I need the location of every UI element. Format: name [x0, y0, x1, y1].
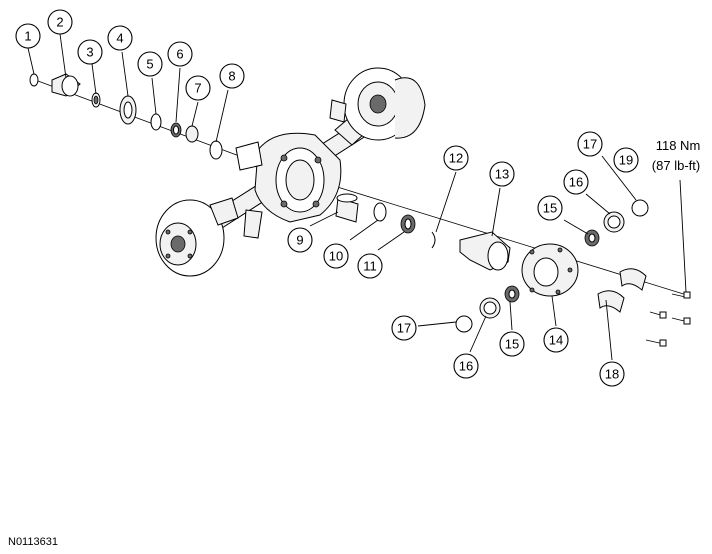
- svg-text:7: 7: [194, 81, 201, 96]
- svg-text:19: 19: [619, 153, 633, 168]
- spring-bracket-rear: [329, 99, 347, 123]
- callout-13: 13: [489, 161, 515, 187]
- callout-10: 10: [323, 243, 349, 269]
- svg-text:15: 15: [543, 201, 557, 216]
- svg-text:2: 2: [56, 15, 63, 30]
- differential-bearing-left: [504, 285, 520, 303]
- callout-8: 8: [219, 63, 245, 89]
- spring-bracket: [243, 209, 263, 239]
- svg-text:10: 10: [329, 249, 343, 264]
- callout-18: 18: [599, 361, 625, 387]
- callout-15-right: 15: [537, 195, 563, 221]
- svg-text:3: 3: [86, 45, 93, 60]
- callout-9: 9: [287, 227, 313, 253]
- callout-6: 6: [167, 41, 193, 67]
- differential-housing: [235, 132, 342, 223]
- svg-text:11: 11: [363, 259, 377, 274]
- differential-bearing-cup-right: [603, 211, 625, 233]
- callout-4: 4: [107, 25, 133, 51]
- callout-5: 5: [137, 51, 163, 77]
- retaining-ring: [431, 231, 436, 249]
- callout-16-left: 16: [453, 353, 479, 379]
- leader-lines: [27, 33, 687, 361]
- pinion-flange-nut: [29, 73, 39, 87]
- callout-12: 12: [443, 145, 469, 171]
- svg-text:8: 8: [228, 69, 235, 84]
- differential-bearing-right: [584, 229, 600, 247]
- differential-bearing-cup-left: [479, 297, 501, 319]
- differential-shim-left: [455, 315, 473, 333]
- torque-spec-nm: 118 Nm: [656, 138, 701, 153]
- pinion-seal: [91, 92, 101, 108]
- right-brake-rotor: [343, 67, 426, 141]
- torque-spec-lbft: (87 lb-ft): [652, 158, 700, 173]
- callout-15-left: 15: [499, 331, 525, 357]
- left-brake-rotor: [155, 197, 239, 277]
- svg-text:6: 6: [176, 47, 183, 62]
- svg-text:16: 16: [569, 175, 583, 190]
- callout-19: 19: [613, 147, 639, 173]
- callout-16-right: 16: [563, 169, 589, 195]
- callout-7: 7: [185, 75, 211, 101]
- callout-11: 11: [357, 253, 383, 279]
- pinion-bearing-cup-inner: [209, 140, 223, 160]
- pinion-flange: [51, 73, 81, 97]
- oil-slinger: [150, 113, 162, 131]
- svg-text:16: 16: [459, 359, 473, 374]
- callout-3: 3: [77, 39, 103, 65]
- pinion-bearing-outer: [170, 122, 182, 138]
- cap-bolts: [645, 291, 691, 347]
- svg-text:5: 5: [146, 57, 153, 72]
- svg-text:17: 17: [583, 137, 597, 152]
- differential-shim-right: [631, 199, 649, 217]
- pinion-bearing-inner: [400, 214, 416, 234]
- differential-case: [521, 243, 579, 297]
- svg-text:4: 4: [116, 31, 123, 46]
- callout-17-right: 17: [577, 131, 603, 157]
- pinion-shim: [373, 202, 387, 222]
- callout-1: 1: [15, 23, 41, 49]
- pinion-bearing-cup: [335, 193, 359, 223]
- bearing-caps: [597, 268, 647, 313]
- drive-pinion: [459, 231, 511, 271]
- callout-14: 14: [543, 327, 569, 353]
- svg-text:1: 1: [24, 29, 31, 44]
- svg-text:12: 12: [449, 151, 463, 166]
- svg-text:18: 18: [605, 367, 619, 382]
- callout-2: 2: [47, 9, 73, 35]
- callout-17-left: 17: [391, 315, 417, 341]
- figure-code: N0113631: [8, 536, 58, 548]
- pinion-bearing-cup-outer: [119, 95, 137, 125]
- svg-text:14: 14: [549, 333, 563, 348]
- svg-text:15: 15: [505, 337, 519, 352]
- axle-assembly: [29, 67, 691, 347]
- svg-text:9: 9: [296, 233, 303, 248]
- svg-text:17: 17: [397, 321, 411, 336]
- svg-text:13: 13: [495, 167, 509, 182]
- collapsible-spacer: [185, 125, 199, 143]
